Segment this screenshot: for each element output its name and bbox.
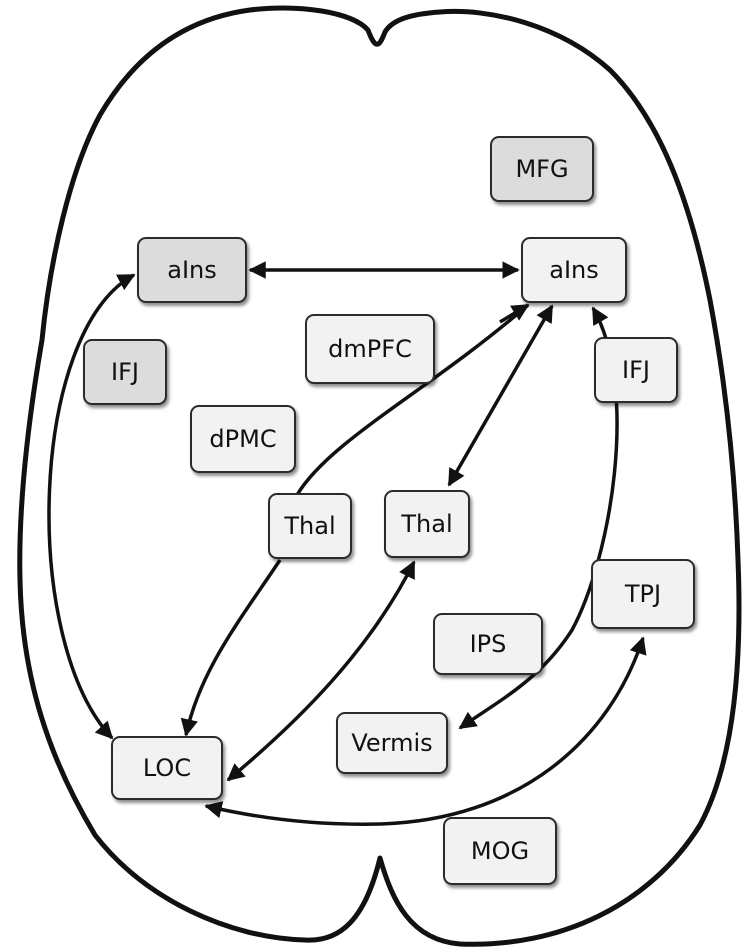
- node-dpmc: dPMC: [190, 405, 296, 473]
- node-mog: MOG: [443, 817, 557, 885]
- label-ains-left: aIns: [167, 256, 217, 284]
- node-vermis: Vermis: [336, 712, 448, 774]
- node-ains-right: aIns: [521, 237, 627, 303]
- arrow-thal-left-loc: [180, 559, 282, 737]
- node-mfg: MFG: [490, 136, 594, 202]
- label-ifj-left: IFJ: [111, 358, 139, 386]
- arrow-tpj-loc: [204, 636, 647, 826]
- label-ains-right: aIns: [549, 256, 599, 284]
- node-ifj-left: IFJ: [83, 339, 167, 405]
- node-ips: IPS: [433, 613, 543, 675]
- label-vermis: Vermis: [351, 729, 433, 757]
- label-loc: LOC: [142, 754, 192, 782]
- label-dmpfc: dmPFC: [328, 335, 412, 363]
- label-mfg: MFG: [515, 155, 569, 183]
- node-ains-left: aIns: [137, 237, 247, 303]
- label-dpmc: dPMC: [209, 425, 277, 453]
- label-thal-right: Thal: [401, 510, 453, 538]
- label-mog: MOG: [470, 837, 530, 865]
- node-ifj-right: IFJ: [594, 337, 678, 403]
- brain-outline: [17, 5, 742, 947]
- label-tpj: TPJ: [624, 580, 662, 608]
- node-loc: LOC: [111, 736, 223, 800]
- node-tpj: TPJ: [591, 559, 695, 629]
- node-thal-right: Thal: [384, 490, 470, 558]
- label-ips: IPS: [469, 630, 507, 658]
- label-thal-left: Thal: [284, 512, 336, 540]
- arrow-thal-left-ains-right-head: [499, 303, 530, 324]
- label-ifj-right: IFJ: [622, 356, 650, 384]
- node-thal-left: Thal: [268, 493, 352, 559]
- node-dmpfc: dmPFC: [305, 314, 435, 384]
- arrow-thal-right-ains-right: [447, 304, 554, 487]
- arrow-ains-left-loc: [47, 273, 136, 740]
- connections: [47, 261, 647, 826]
